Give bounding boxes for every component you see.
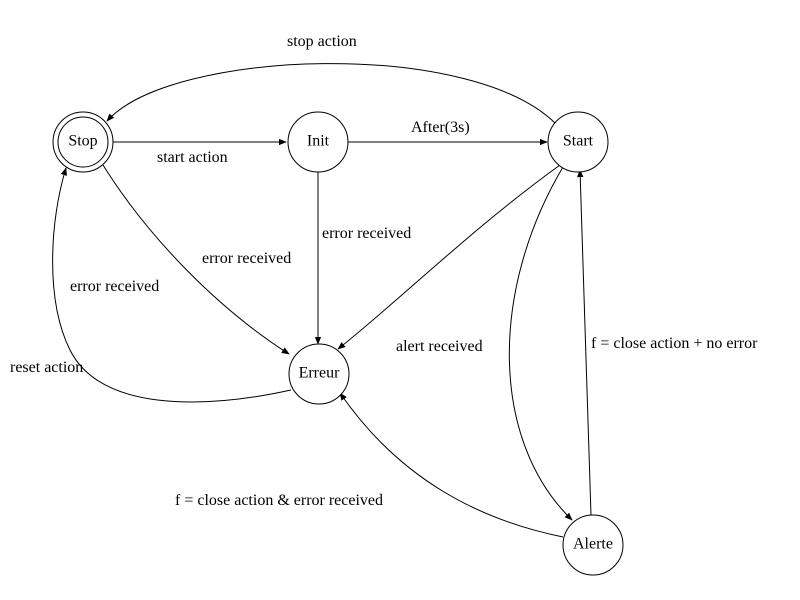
edge-label-close-error-received: f = close action & error received <box>175 492 383 509</box>
edge-start-alerte: alert received <box>396 166 573 521</box>
edge-label-start-action: start action <box>157 149 228 166</box>
edge-alerte-start: f = close action + no error <box>577 169 758 516</box>
edge-label-error-received-start: error received <box>70 278 159 295</box>
state-erreur-label: Erreur <box>299 365 341 382</box>
edge-label-error-received-init: error received <box>322 225 411 242</box>
edge-init-erreur: error received <box>314 172 411 345</box>
state-stop: Stop <box>52 111 114 173</box>
state-alerte: Alerte <box>562 514 624 576</box>
edge-stop-erreur: error received <box>102 164 291 355</box>
edge-init-start: After(3s) <box>348 119 548 146</box>
state-stop-label: Stop <box>68 133 97 150</box>
edge-label-after-3s: After(3s) <box>411 119 470 136</box>
edge-alerte-erreur: f = close action & error received <box>175 392 564 538</box>
state-erreur: Erreur <box>288 343 350 405</box>
state-init: Init <box>287 111 349 173</box>
state-start-label: Start <box>563 133 594 150</box>
edge-label-error-received-stop: error received <box>202 250 291 267</box>
edge-label-close-no-error: f = close action + no error <box>591 335 758 352</box>
edge-start-stop: stop action <box>106 33 557 125</box>
edge-stop-init: start action <box>113 138 287 166</box>
edge-label-reset-action: reset action <box>10 359 83 376</box>
state-start: Start <box>547 111 609 173</box>
state-init-label: Init <box>307 133 330 150</box>
state-alerte-label: Alerte <box>573 536 613 553</box>
edge-label-alert-received: alert received <box>396 338 483 355</box>
edge-label-stop-action: stop action <box>287 33 357 50</box>
edge-start-erreur: error received <box>70 164 561 350</box>
edge-erreur-stop: reset action <box>10 167 292 403</box>
